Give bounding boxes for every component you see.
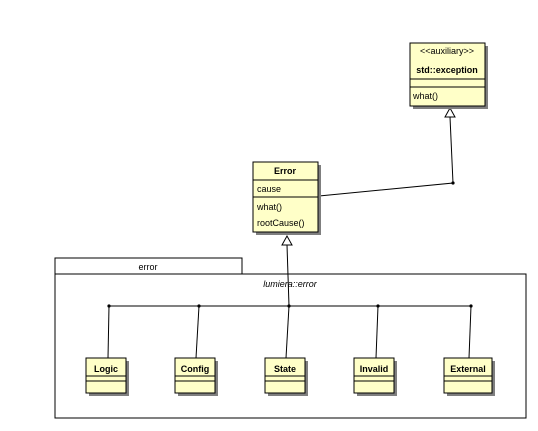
- operation-what: what(): [412, 91, 438, 101]
- class-name: std::exception: [416, 65, 478, 75]
- line-bend-dot: [451, 181, 455, 185]
- branch-external: [468, 305, 472, 359]
- generalization-error-to-exception: [318, 106, 456, 197]
- junction-dot: [376, 304, 380, 308]
- operation-root-cause: rootCause(): [257, 218, 305, 228]
- operation-what: what(): [256, 202, 282, 212]
- branch-invalid: [375, 305, 379, 359]
- generalization-subclasses-to-error: [107, 234, 473, 359]
- class-name: Config: [181, 364, 210, 374]
- branch-config: [195, 305, 200, 359]
- junction-dot: [469, 304, 473, 308]
- package-namespace-label: lumiera::error: [263, 279, 318, 289]
- package-tab-label: error: [138, 262, 157, 272]
- trunk-line: [286, 244, 290, 307]
- class-config[interactable]: Config: [174, 357, 218, 396]
- package-body: [54, 273, 527, 419]
- class-invalid[interactable]: Invalid: [353, 357, 397, 396]
- class-logic[interactable]: Logic: [85, 357, 129, 396]
- generalization-arrowhead: [281, 234, 293, 246]
- class-name: Error: [274, 166, 297, 176]
- class-name: State: [274, 364, 296, 374]
- class-name: Logic: [94, 364, 118, 374]
- branch-state: [285, 305, 290, 359]
- class-std-exception[interactable]: <<auxiliary>> std::exception what(): [409, 42, 488, 109]
- junction-dot: [107, 304, 111, 308]
- class-name: Invalid: [360, 364, 389, 374]
- attribute-cause: cause: [257, 184, 281, 194]
- class-state[interactable]: State: [264, 357, 308, 396]
- generalization-line: [318, 116, 454, 197]
- generalization-arrowhead: [444, 106, 456, 118]
- junction-dot: [287, 304, 291, 308]
- branch-logic: [107, 305, 110, 359]
- class-error[interactable]: Error cause what() rootCause(): [252, 161, 321, 235]
- class-external[interactable]: External: [443, 357, 495, 396]
- class-name: External: [450, 364, 486, 374]
- class-stereotype: <<auxiliary>>: [420, 46, 474, 56]
- junction-dot: [197, 304, 201, 308]
